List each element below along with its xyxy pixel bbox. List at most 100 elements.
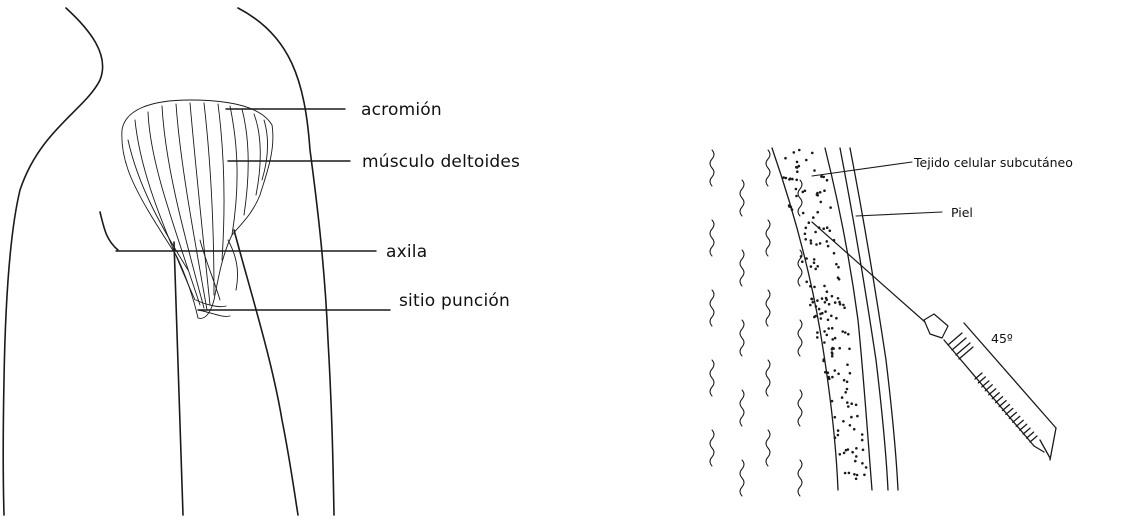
tissue-dot bbox=[827, 245, 830, 248]
tissue-dot bbox=[837, 276, 840, 279]
syringe-tick bbox=[1027, 432, 1034, 438]
tissue-dot bbox=[812, 301, 815, 304]
tissue-dot bbox=[816, 336, 819, 339]
tissue-dot bbox=[829, 229, 832, 232]
tissue-dot bbox=[834, 436, 837, 439]
tissue-dot bbox=[810, 239, 813, 242]
tissue-dot bbox=[839, 453, 842, 456]
tissue-dot bbox=[815, 305, 818, 308]
tissue-dot bbox=[801, 260, 804, 263]
tissue-dot bbox=[855, 478, 858, 481]
tissue-dot bbox=[795, 188, 798, 191]
tissue-dot bbox=[861, 433, 864, 436]
tissue-dot bbox=[834, 301, 837, 304]
tissue-dot bbox=[850, 416, 853, 419]
tissue-dot bbox=[805, 227, 808, 230]
tissue-dot bbox=[791, 178, 794, 181]
tissue-dot bbox=[826, 290, 829, 293]
tissue-dot bbox=[811, 152, 814, 155]
tissue-dot bbox=[862, 449, 865, 452]
tissue-dot bbox=[838, 301, 841, 304]
tissue-dot bbox=[832, 347, 835, 350]
arm-outline bbox=[3, 8, 334, 515]
tissue-dot bbox=[805, 257, 808, 260]
tissue-dot bbox=[788, 178, 791, 181]
tissue-dot bbox=[814, 231, 817, 234]
tissue-dot bbox=[810, 242, 813, 245]
label-deltoid: músculo deltoides bbox=[362, 152, 520, 172]
tissue-dot bbox=[865, 466, 868, 469]
tissue-dot bbox=[824, 301, 827, 304]
syringe-tick bbox=[975, 373, 982, 379]
tissue-dot bbox=[848, 472, 851, 475]
leader-skin bbox=[856, 212, 942, 216]
tissue-dot bbox=[846, 363, 849, 366]
tissue-dot bbox=[788, 205, 791, 208]
tissue-dot bbox=[833, 252, 836, 255]
tissue-dot bbox=[856, 474, 859, 477]
muscle-fiber-squiggle bbox=[798, 390, 802, 426]
tissue-dot bbox=[831, 327, 834, 330]
tissue-dot bbox=[823, 189, 826, 192]
arm-diagram: acromión músculo deltoides axila sitio p… bbox=[3, 8, 520, 515]
label-puncture-site: sitio punción bbox=[399, 291, 510, 311]
tissue-dot bbox=[847, 405, 850, 408]
tissue-dot bbox=[821, 297, 824, 300]
tissue-dot bbox=[846, 401, 849, 404]
tissue-dot bbox=[844, 331, 847, 334]
tissue-dot bbox=[835, 317, 838, 320]
tissue-dot bbox=[845, 449, 848, 452]
deltoid-muscle bbox=[122, 100, 273, 318]
tissue-dot bbox=[825, 297, 828, 300]
label-subcutaneous: Tejido celular subcutáneo bbox=[913, 155, 1073, 170]
tissue-dot bbox=[809, 285, 812, 288]
tissue-dot bbox=[816, 211, 819, 214]
muscle-fiber-squiggle bbox=[710, 360, 714, 396]
syringe-tick bbox=[982, 381, 989, 387]
tissue-dot bbox=[805, 281, 808, 284]
label-angle: 45º bbox=[991, 331, 1013, 346]
tissue-dot bbox=[824, 310, 827, 313]
tissue-dot bbox=[819, 242, 822, 245]
skin-outer-line bbox=[850, 148, 898, 490]
tissue-dot bbox=[823, 358, 826, 361]
label-acromion: acromión bbox=[361, 100, 442, 120]
tissue-dot bbox=[826, 334, 829, 337]
syringe-tick bbox=[1023, 428, 1030, 434]
syringe-tick bbox=[999, 401, 1006, 407]
tissue-dot bbox=[824, 371, 827, 374]
tissue-dot bbox=[861, 439, 864, 442]
tissue-dot bbox=[843, 307, 846, 310]
muscle-fiber-squiggle bbox=[766, 220, 770, 256]
tissue-dot bbox=[855, 455, 858, 458]
tissue-dot bbox=[816, 331, 819, 334]
skin-inner-line bbox=[840, 148, 888, 490]
layer-boundary-outer bbox=[825, 148, 872, 490]
muscle-fiber-squiggle bbox=[740, 180, 744, 216]
syringe-tick bbox=[1006, 408, 1013, 414]
muscle-fiber-squiggle bbox=[710, 150, 714, 186]
syringe-tick bbox=[989, 389, 996, 395]
tissue-dot bbox=[842, 304, 845, 307]
tissue-dot bbox=[830, 315, 833, 318]
tissue-dot bbox=[826, 179, 829, 182]
tissue-dot bbox=[829, 206, 832, 209]
tissue-dot bbox=[812, 216, 815, 219]
tissue-dot bbox=[816, 193, 819, 196]
tissue-dot bbox=[853, 473, 856, 476]
muscle-fiber-squiggle bbox=[740, 390, 744, 426]
tissue-dot bbox=[810, 265, 813, 268]
muscle-fiber-squiggle bbox=[766, 360, 770, 396]
syringe-tick bbox=[1013, 416, 1020, 422]
tissue-dot bbox=[841, 330, 844, 333]
tissue-dot bbox=[843, 452, 846, 455]
tissue-dot bbox=[820, 201, 823, 204]
syringe-tick bbox=[1009, 412, 1016, 418]
tissue-dot bbox=[813, 262, 816, 265]
tissue-dot bbox=[782, 176, 785, 179]
label-skin: Piel bbox=[951, 205, 973, 220]
tissue-dot bbox=[847, 333, 850, 336]
tissue-dot bbox=[861, 462, 864, 465]
muscle-fiber-squiggle bbox=[740, 250, 744, 286]
